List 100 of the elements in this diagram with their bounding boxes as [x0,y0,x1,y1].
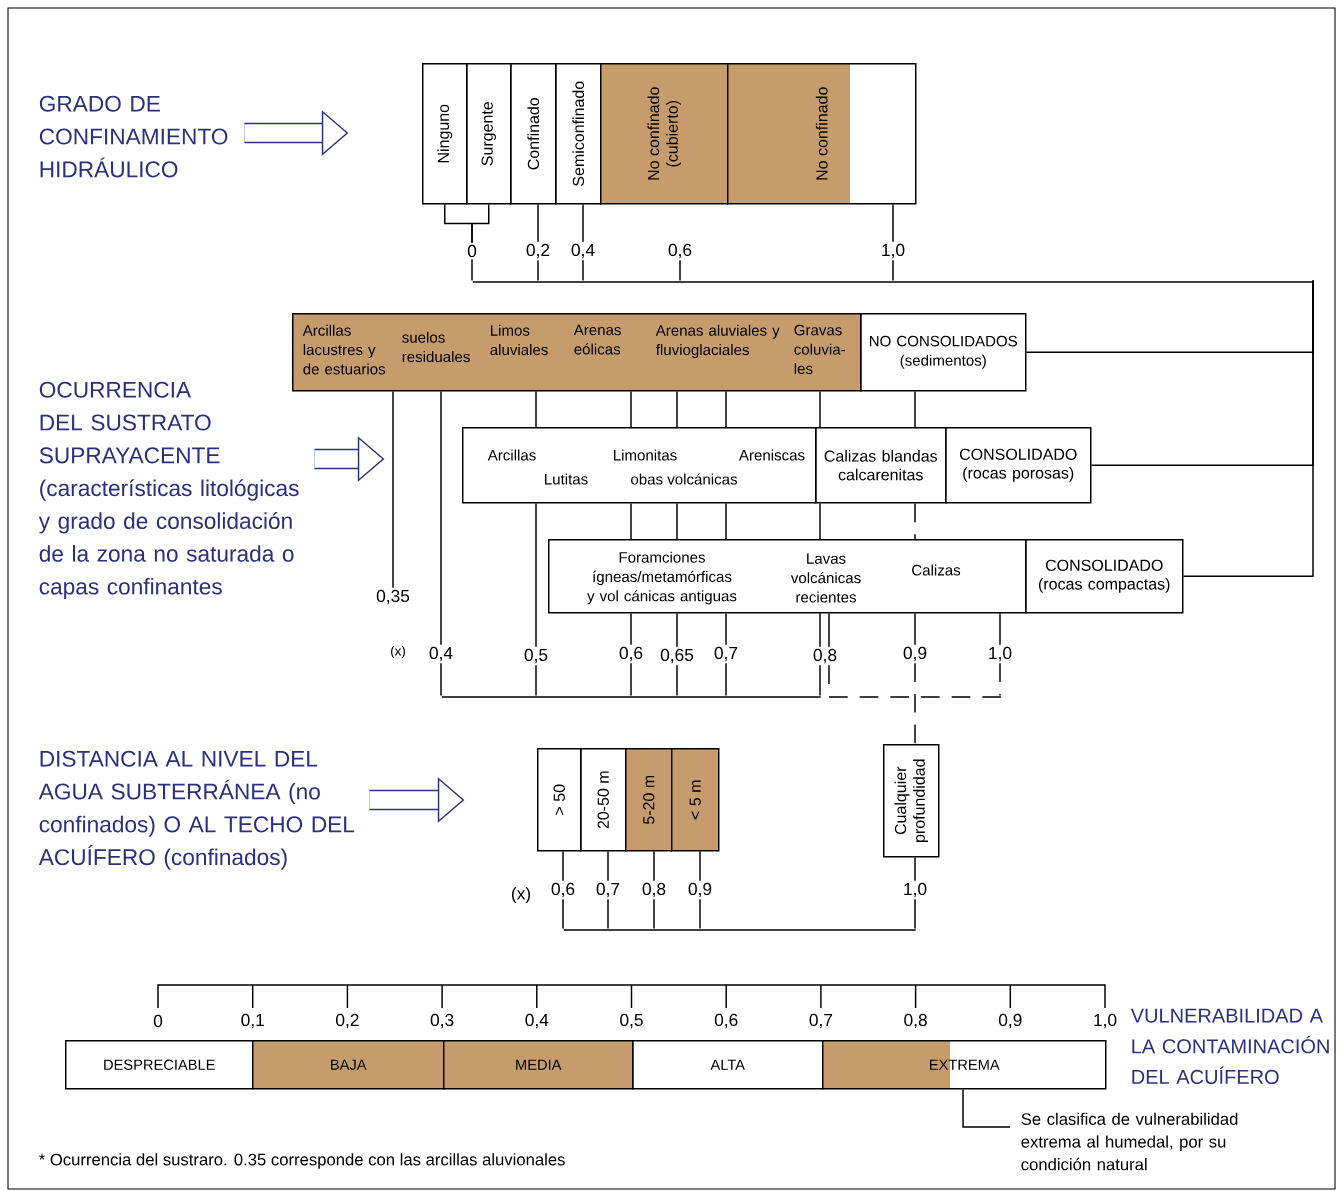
connector-line [630,390,632,428]
connector-line [440,390,442,646]
scale-value: 0,2 [526,243,550,259]
connector-line [725,662,727,697]
connector-line [819,390,821,428]
scale-value: 0,9 [688,882,712,898]
column-cell: No confinado [727,63,917,205]
connector-line [725,612,727,646]
column-cell: Semiconfinado [555,63,602,205]
rock-box: Arcillas Lutitas Limonitas obas volcánicas Areniscas [462,427,817,504]
connector-line [914,612,916,646]
connector-line [653,898,655,930]
rock-box: Foramciones ígneas/metamórficas y vol cánicas antiguas Lavas volcánicas recientes Calizas [548,539,1027,614]
category-box: NO CONSOLIDADOS (sedimentos) [860,313,1027,392]
scale-value: 0,6 [668,243,692,259]
connector-line [1182,279,1314,577]
variable-mark: (x) [511,886,531,904]
connector-line [392,390,394,589]
footnote-text: * Ocurrencia del sustraro. 0.35 corresponde con las arcillas aluvionales [39,1153,565,1169]
connector-line [607,898,609,930]
scale-value: 1,0 [1094,1013,1117,1029]
depth-cell: < 5 m [671,748,720,852]
connector-line [535,502,537,648]
scale-value: 0,1 [241,1013,264,1029]
class-cell: DESPRECIABLE [65,1040,254,1090]
connector-line [535,664,537,697]
category-box: CONSOLIDADO (rocas porosas) [945,427,1092,504]
category-box: CONSOLIDADO (rocas compactas) [1025,539,1184,614]
rock-cell: Calizas blandas calcarenitas [815,427,947,504]
note-text: Se clasifica de vulnerabilidad extrema al humedal, por su condición natural [1021,1112,1238,1171]
connector-line [914,390,916,428]
scale-value: 0,8 [813,648,837,664]
class-cell: ALTA [632,1040,824,1090]
connector-line [999,612,1001,646]
depth-cell: 5-20 m [625,748,673,852]
depth-cell: > 50 [537,748,582,852]
class-cell: BAJA [252,1040,445,1090]
connector-line [828,612,830,648]
connector-line [537,203,539,243]
connector-line [819,664,821,697]
connector-line [582,203,584,243]
scale-value: 1,0 [989,646,1012,662]
connector-line [699,898,701,930]
scale-value: 0,4 [429,646,453,662]
scale-value: 0,5 [620,1013,643,1029]
connector-line [582,259,584,282]
scale-value: 1,0 [882,243,905,259]
connector-line [471,203,490,244]
scale-value: 1,0 [904,882,927,898]
connector-line [630,662,632,697]
scale-value: 0,65 [660,648,694,664]
heading-text: VULNERABILIDAD A LA CONTAMINACIÓN DEL ACUÍFERO [1130,1008,1329,1084]
connector-line [676,664,678,697]
connector-line [630,612,632,646]
connector-line [819,502,821,540]
connector-line [892,259,894,282]
scale-value: 0,7 [596,882,620,898]
scale-value: 0,6 [551,882,575,898]
heading-text: DISTANCIA AL NIVEL DEL AGUA SUBTERRÁNEA (no confinados) O AL TECHO DEL ACUÍFERO (confinados) [38,750,355,870]
connector-line [999,662,1001,697]
scale-value: 0,4 [571,243,595,259]
connector-line [653,850,655,882]
scale-value: 0,9 [903,646,927,662]
scale-value: 0 [467,244,477,258]
connector-line [676,612,678,648]
connector-line [471,258,473,282]
connector-line [725,390,727,428]
column-cell: Ninguno [422,63,468,205]
column-cell: Surgente [466,63,512,205]
connector-line [914,898,916,930]
depth-cell: 20-50 m [580,748,627,852]
connector-line [676,502,678,540]
connector-line [440,662,442,697]
connector-line [725,502,727,540]
connector-line [562,850,564,882]
scale-value: 0,6 [619,646,643,662]
connector-line [914,662,916,745]
class-cell: MEDIA [443,1040,634,1090]
connector-line [679,259,681,282]
column-cell: Confinado [510,63,557,205]
scale-value: 0,3 [430,1013,454,1029]
scale-value: 0,5 [524,648,548,664]
connector-line [535,390,537,428]
column-cell: No confinado (cubierto) [600,63,729,205]
connector-line [914,856,916,882]
scale-value: 0,7 [809,1013,833,1029]
connector-line [914,502,916,540]
connector-line [630,502,632,540]
scale-value: 0,35 [376,589,410,605]
connector-line [699,850,701,882]
scale-value: 0,8 [642,882,666,898]
variable-mark: (x) [391,645,405,659]
scale-value: 0,7 [714,646,738,662]
connector-line [676,390,678,428]
connector-line [819,612,821,648]
depth-box: Cualquier profundidad [883,744,940,858]
heading-text: GRADO DE CONFINAMIENTO HIDRÁULICO [39,95,228,178]
connector-line [892,203,894,243]
material-band: Arcillas lacustres y de estuarios suelos residuales Limos aluviales Arenas eólicas Arenas aluviales y fluvioglaciales Gravas coluvia- les [292,313,862,392]
leader-line [962,1088,1011,1128]
